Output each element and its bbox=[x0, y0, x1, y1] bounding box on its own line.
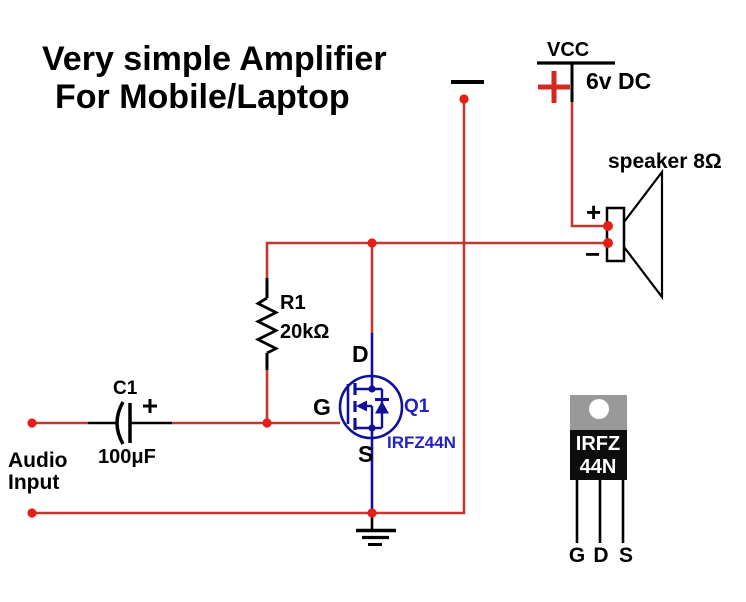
speaker-minus-dot bbox=[603, 238, 613, 248]
package-pins bbox=[575, 480, 625, 543]
title-line1: Very simple Amplifier bbox=[42, 40, 387, 78]
audio-input-bottom-terminal bbox=[27, 508, 37, 518]
vcc-label: VCC bbox=[547, 39, 589, 61]
resistor-zigzag bbox=[254, 296, 280, 355]
title-line2: For Mobile/Laptop bbox=[55, 78, 350, 116]
negative-terminal-dot bbox=[459, 94, 469, 104]
junction-dots bbox=[27, 94, 613, 518]
package-hole bbox=[589, 399, 609, 419]
cap-polarity-plus-icon bbox=[143, 399, 157, 413]
gate-junction-dot bbox=[262, 418, 272, 428]
cap-curved-plate bbox=[115, 401, 125, 445]
package-pin-d-label: D bbox=[593, 544, 608, 567]
package-label-line1: IRFZ bbox=[576, 433, 620, 455]
speaker-plus-dot bbox=[603, 221, 613, 231]
capacitor-ref-label: C1 bbox=[113, 378, 138, 399]
resistor-value-label: 20kΩ bbox=[280, 321, 329, 343]
package-body bbox=[570, 430, 627, 480]
mosfet-arrow-head bbox=[356, 400, 367, 412]
wire-top-rail bbox=[265, 241, 608, 278]
speaker-cone bbox=[623, 168, 664, 301]
audio-input-label-line2: Input bbox=[8, 471, 59, 494]
resistor-ref-label: R1 bbox=[280, 292, 306, 314]
ground-junction-dot bbox=[367, 508, 377, 518]
body-diode-triangle bbox=[375, 401, 389, 414]
mosfet-drain-label: D bbox=[352, 341, 369, 367]
to220-package bbox=[570, 395, 627, 543]
wires-red bbox=[32, 99, 608, 515]
audio-input-label-line1: Audio bbox=[8, 449, 67, 472]
symbols-black bbox=[88, 61, 664, 546]
package-pin-g-label: G bbox=[569, 544, 585, 567]
speaker-minus-label: − bbox=[585, 239, 600, 269]
voltage-label: 6v DC bbox=[586, 68, 651, 94]
mosfet-ref-label: Q1 bbox=[404, 396, 430, 417]
speaker-plus-label: + bbox=[586, 197, 601, 227]
capacitor-value-label: 100μF bbox=[98, 446, 156, 468]
speaker-label: speaker 8Ω bbox=[608, 150, 722, 173]
mosfet-circle bbox=[338, 374, 404, 440]
package-pin-s-label: S bbox=[619, 544, 633, 567]
mosfet-source-label: S bbox=[358, 441, 373, 467]
wire-ground-rail bbox=[32, 99, 466, 515]
vcc-plus-icon bbox=[538, 71, 570, 103]
mosfet-symbol bbox=[338, 333, 404, 513]
package-label-line2: 44N bbox=[580, 456, 617, 478]
speaker-body bbox=[605, 206, 626, 263]
wire-vcc-to-speaker bbox=[570, 102, 608, 228]
mosfet-source-node bbox=[368, 424, 376, 432]
mosfet-part-label: IRFZ44N bbox=[387, 433, 456, 452]
drain-junction-dot bbox=[367, 238, 377, 248]
mosfet-gate-label: G bbox=[313, 394, 331, 420]
audio-input-top-terminal bbox=[27, 418, 37, 428]
mosfet-drain-node bbox=[368, 385, 376, 393]
